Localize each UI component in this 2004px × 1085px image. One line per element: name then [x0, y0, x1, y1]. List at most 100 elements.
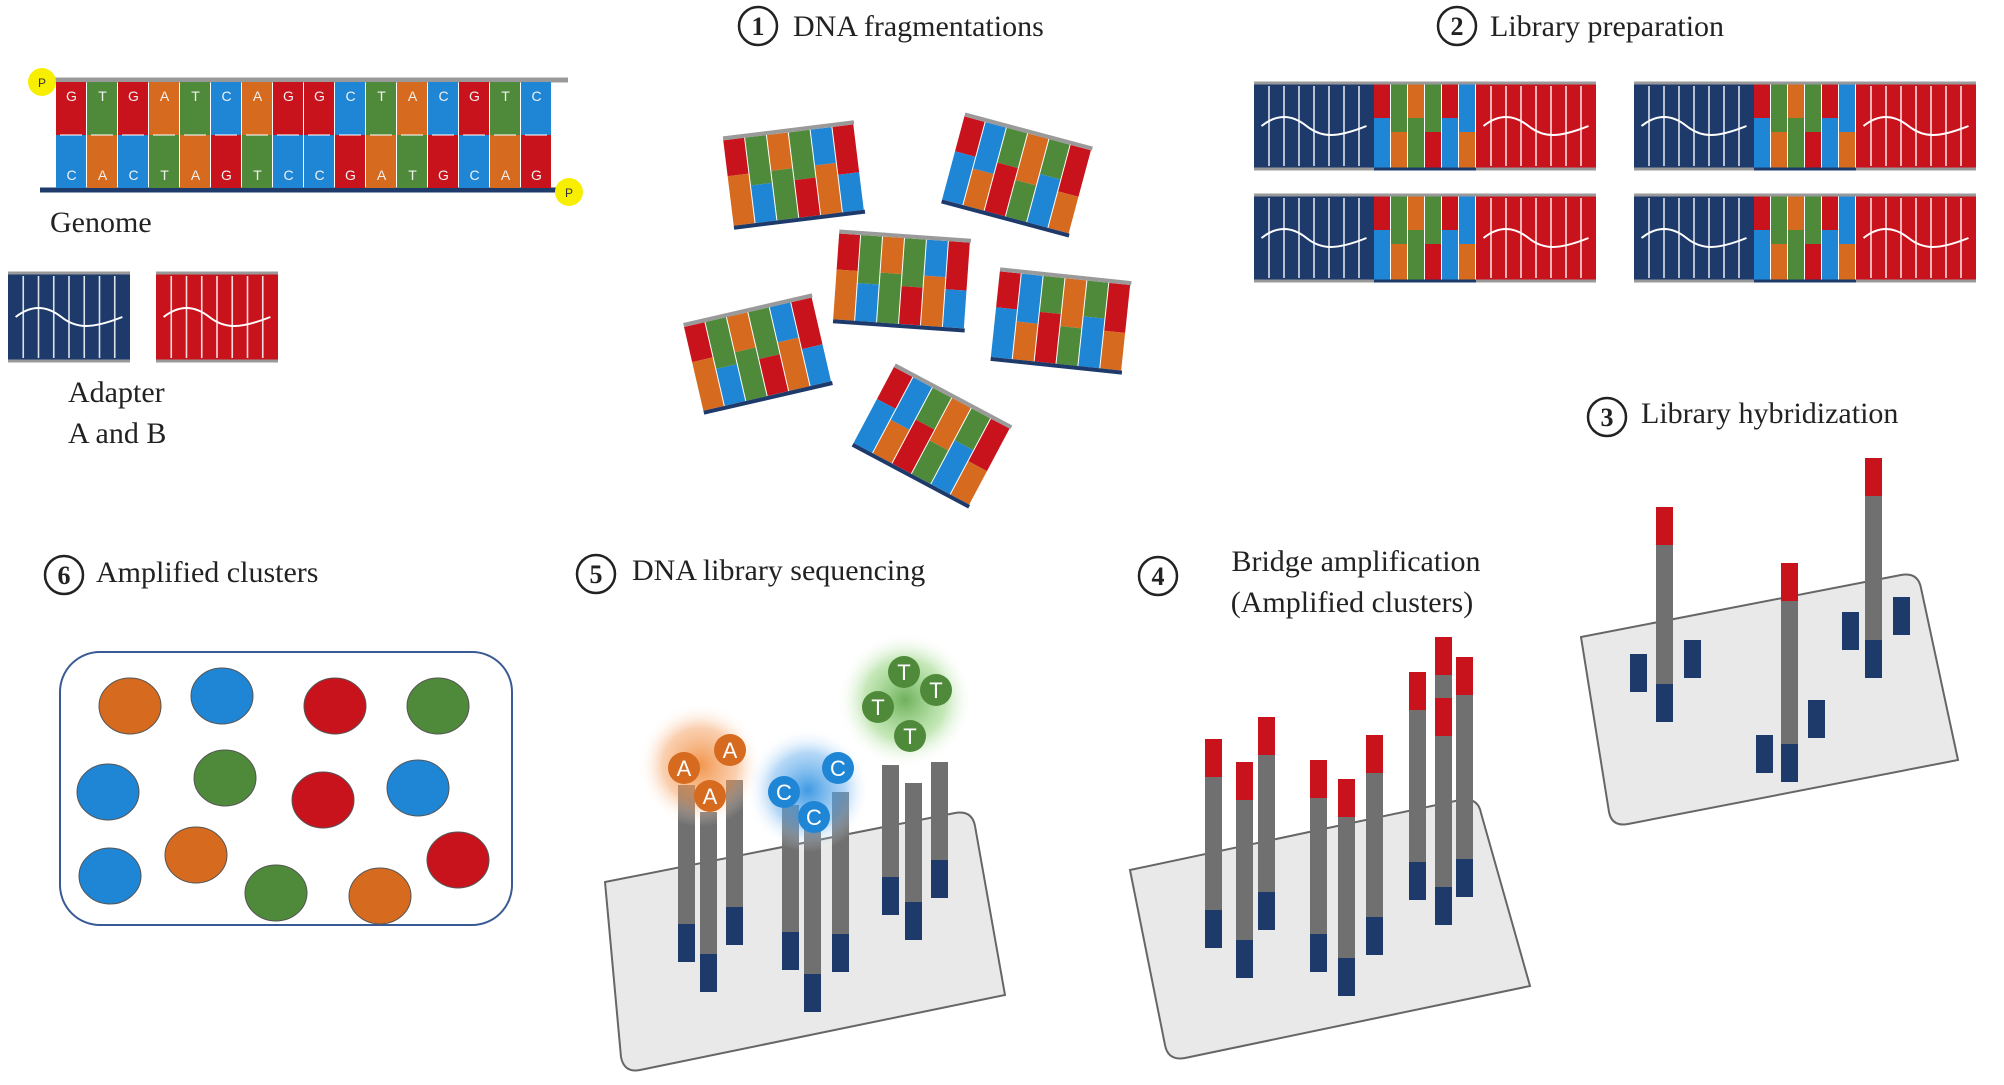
- fragment-backbone: [999, 267, 1132, 286]
- nucleotide-letter: T: [929, 678, 942, 703]
- strand-adapter-a: [1258, 892, 1275, 930]
- fragment-base: [1442, 82, 1458, 118]
- base-letter: A: [160, 88, 170, 104]
- fragment-base: [1771, 244, 1787, 282]
- base-letter: T: [98, 88, 107, 104]
- fragment-base: [1839, 132, 1855, 170]
- fragment-base: [777, 337, 810, 391]
- fragment-base: [1822, 118, 1838, 170]
- base-letter: C: [221, 88, 231, 104]
- base-letter: A: [98, 167, 108, 183]
- adapter-wave: [1260, 228, 1367, 248]
- fragment-backbone: [733, 209, 866, 230]
- step-number-badge: [1137, 555, 1179, 597]
- strand-adapter-a: [782, 932, 799, 970]
- base-top: [56, 82, 86, 135]
- fragment-base: [726, 312, 756, 353]
- dna-strand: [882, 765, 899, 915]
- step-title: Amplified clusters: [96, 556, 318, 589]
- nucleotide-bead: [822, 752, 854, 784]
- base-bottom: [428, 135, 458, 188]
- dna-fragment: [851, 363, 1013, 509]
- strand-adapter-a: [1205, 910, 1222, 948]
- fragment-base: [1805, 82, 1821, 132]
- base-letter: T: [408, 167, 417, 183]
- strand-adapter-a: [905, 902, 922, 940]
- base-top: [397, 82, 427, 135]
- base-letter: T: [377, 88, 386, 104]
- fragment-base: [1822, 194, 1838, 230]
- base-bottom: [490, 135, 520, 188]
- nucleotide-letter: A: [703, 784, 718, 809]
- fragment-base: [1805, 244, 1821, 282]
- fragment-backbone: [893, 363, 1013, 430]
- dna-strand: [726, 780, 743, 945]
- base-letter: G: [345, 167, 356, 183]
- base-letter: C: [128, 167, 138, 183]
- nucleotide-letter: A: [723, 738, 738, 763]
- nucleotide-letter: T: [871, 695, 884, 720]
- fragment-base: [1056, 326, 1082, 366]
- fragment-base: [901, 238, 926, 288]
- flow-cell-plate: [1579, 573, 1960, 826]
- cluster-spot-blue: [386, 759, 450, 817]
- nucleotide-letter: C: [776, 780, 792, 805]
- strand-adapter-a: [1236, 940, 1253, 978]
- fragment-base: [911, 440, 949, 484]
- cluster-spot-blue: [78, 847, 142, 905]
- fragment-base: [1754, 118, 1770, 170]
- nucleotide-letter: T: [897, 660, 910, 685]
- base-bottom: [180, 135, 210, 188]
- fragment-base: [997, 127, 1028, 169]
- fragment-base: [1442, 194, 1458, 230]
- dna-fragment: [832, 229, 972, 333]
- cluster-spot-green: [193, 749, 257, 807]
- base-bottom: [459, 135, 489, 188]
- adapter-wave: [1862, 116, 1969, 136]
- fragment-backbone: [851, 442, 971, 509]
- strand-body: [905, 783, 922, 940]
- fragment-base: [1822, 230, 1838, 282]
- adapter-b: [1476, 81, 1596, 171]
- base-top: [459, 82, 489, 135]
- fragment-backbone: [722, 120, 855, 141]
- strand-body: [1865, 458, 1882, 678]
- strand-body: [678, 785, 695, 962]
- fragment-base: [838, 172, 864, 213]
- fragment-base: [833, 269, 858, 321]
- dna-strand: [804, 822, 821, 1012]
- base-letter: G: [531, 167, 542, 183]
- fragment-base: [890, 377, 932, 430]
- base-letter: T: [253, 167, 262, 183]
- insert-fragment: [1374, 193, 1476, 283]
- step-title: Bridge amplification: [1231, 545, 1480, 578]
- step-3-library-hybridization: 3 Library hybridization: [1579, 396, 1960, 826]
- base-top: [273, 82, 303, 135]
- dna-strand: [1781, 563, 1798, 782]
- base-top: [180, 82, 210, 135]
- phosphate-label: P: [565, 186, 573, 200]
- strand-body: [726, 780, 743, 945]
- fragment-base: [1039, 275, 1065, 315]
- fragment-base: [1408, 82, 1424, 118]
- nucleotide-letter: C: [830, 756, 846, 781]
- base-bottom: [397, 135, 427, 188]
- base-letter: C: [531, 88, 541, 104]
- fragment-base: [788, 129, 816, 181]
- strand-adapter-b: [1205, 739, 1222, 777]
- fragment-base: [1391, 244, 1407, 282]
- strand-adapter-a: [1656, 684, 1673, 722]
- dna-strand: [678, 785, 695, 962]
- step-subtitle: (Amplified clusters): [1231, 586, 1473, 619]
- strand-body: [1310, 760, 1327, 972]
- base-bottom: [56, 135, 86, 188]
- fragment-base: [876, 367, 913, 409]
- fragment-base: [716, 364, 746, 406]
- base-letter: G: [66, 88, 77, 104]
- strand-body: [1435, 698, 1452, 925]
- fragment-base: [1060, 278, 1087, 329]
- adapter-a: [1254, 193, 1374, 283]
- fragment-base: [1015, 133, 1049, 186]
